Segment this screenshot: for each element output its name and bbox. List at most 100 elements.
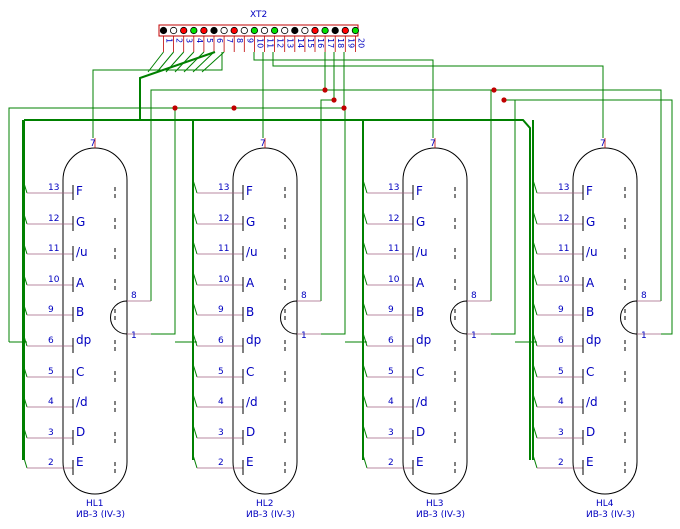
connector-pin-2 (170, 26, 178, 35)
connector-pin-number: 2 (175, 38, 184, 43)
segment-pin-number: 9 (388, 305, 394, 315)
segment-pin-number: 9 (48, 305, 54, 315)
tube-ref: HL3 (426, 499, 444, 509)
segment-label: /u (76, 245, 88, 259)
connector-pin-18 (331, 26, 339, 35)
filament-arc (450, 300, 468, 335)
segment-pin-number: 5 (218, 367, 224, 377)
tube-envelope (402, 147, 468, 495)
filament-wire-8b (320, 52, 335, 301)
segment-pin-number: 13 (558, 183, 569, 193)
filament-wire-1c (491, 99, 516, 335)
junction-dots (172, 87, 507, 111)
connector-pin-8 (230, 26, 238, 35)
segment-pin-number: 10 (218, 275, 230, 285)
segment-label: C (586, 365, 594, 379)
segment-label: D (246, 425, 255, 439)
grid-wire-hl1 (92, 52, 223, 138)
filament-arc (280, 300, 298, 335)
pin-label-top: 7 (430, 139, 436, 149)
connector-bus-lead (147, 51, 164, 73)
pin-label-top: 7 (600, 139, 606, 149)
segment-pin-number: 3 (558, 428, 564, 438)
segment-pin-number: 13 (218, 183, 229, 193)
segment-label: dp (246, 333, 261, 347)
connector-pin-number: 9 (245, 38, 254, 43)
segment-pin-number: 4 (48, 397, 54, 407)
connector-bus-lead (183, 51, 205, 73)
segment-pin-number: 4 (558, 397, 564, 407)
pin-label-side: 8 (471, 291, 477, 301)
segment-pin-number: 10 (48, 275, 60, 285)
filament-wire-8d (325, 89, 662, 301)
segment-label: dp (586, 333, 601, 347)
segment-label: dp (416, 333, 431, 347)
segment-pin-number: 5 (48, 367, 54, 377)
segment-label: A (586, 276, 595, 290)
connector-pin-number: 4 (195, 38, 204, 43)
segment-label: B (416, 305, 424, 319)
connector-pin-number: 14 (296, 38, 305, 48)
filament-wire-1d (504, 99, 673, 335)
junction-dot (331, 97, 337, 103)
connector-bus-lead (201, 51, 225, 73)
segment-label: B (586, 305, 594, 319)
pin-label-top: 7 (90, 139, 96, 149)
connector-pin-12 (270, 26, 279, 35)
tube-type: ИВ-3 (IV-3) (586, 510, 635, 520)
segment-pin-number: 13 (48, 183, 59, 193)
segment-pin-number: 2 (48, 458, 54, 468)
connector-pin-7 (220, 26, 228, 35)
tube-ref: HL4 (596, 499, 614, 509)
tube-type: ИВ-3 (IV-3) (246, 510, 295, 520)
segment-label: A (246, 276, 255, 290)
tube-type: ИВ-3 (IV-3) (416, 510, 465, 520)
segment-label: A (416, 276, 425, 290)
segment-label: E (586, 455, 594, 469)
tube-ref: HL1 (86, 499, 104, 509)
segment-label: dp (76, 333, 91, 347)
segment-pin-number: 6 (218, 336, 224, 346)
connector-bus-lead (156, 51, 174, 73)
connector-pin-13 (281, 26, 289, 35)
connector-pin-number: 12 (276, 38, 285, 48)
segment-pin-number: 10 (388, 275, 400, 285)
pin-label-side: 1 (131, 331, 137, 341)
connector-pin-number: 1 (165, 38, 174, 43)
pin-label-side: 8 (301, 291, 307, 301)
segment-pin-number: 10 (558, 275, 570, 285)
segment-label: E (76, 455, 84, 469)
segment-label: /u (586, 245, 598, 259)
segment-pin-number: 11 (218, 244, 229, 254)
junction-dot (172, 105, 178, 111)
segment-pin-number: 11 (558, 244, 569, 254)
junction-dot (322, 87, 328, 93)
connector-pin-14 (291, 26, 299, 35)
connector-pin-19 (341, 26, 349, 35)
segment-label: F (76, 184, 83, 198)
segment-pin-number: 3 (218, 428, 224, 438)
segment-label: /d (586, 395, 598, 409)
segment-pin-number: 4 (218, 397, 224, 407)
pin-label-side: 8 (641, 291, 647, 301)
segment-label: /d (76, 395, 88, 409)
segment-pin-number: 5 (558, 367, 564, 377)
segment-label: E (246, 455, 254, 469)
pin-label-side: 1 (471, 331, 477, 341)
segment-label: E (416, 455, 424, 469)
segment-label: A (76, 276, 85, 290)
connector-pin-number: 3 (185, 38, 194, 43)
segment-pin-number: 12 (558, 214, 569, 224)
segment-label: G (246, 215, 255, 229)
segment-pin-number: 12 (48, 214, 59, 224)
connector-pin-11 (260, 26, 269, 35)
connector-pin-number: 15 (306, 38, 315, 48)
connector-pin-number: 7 (225, 38, 234, 43)
segment-label: G (586, 215, 595, 229)
connector-pin-number: 6 (215, 38, 224, 43)
